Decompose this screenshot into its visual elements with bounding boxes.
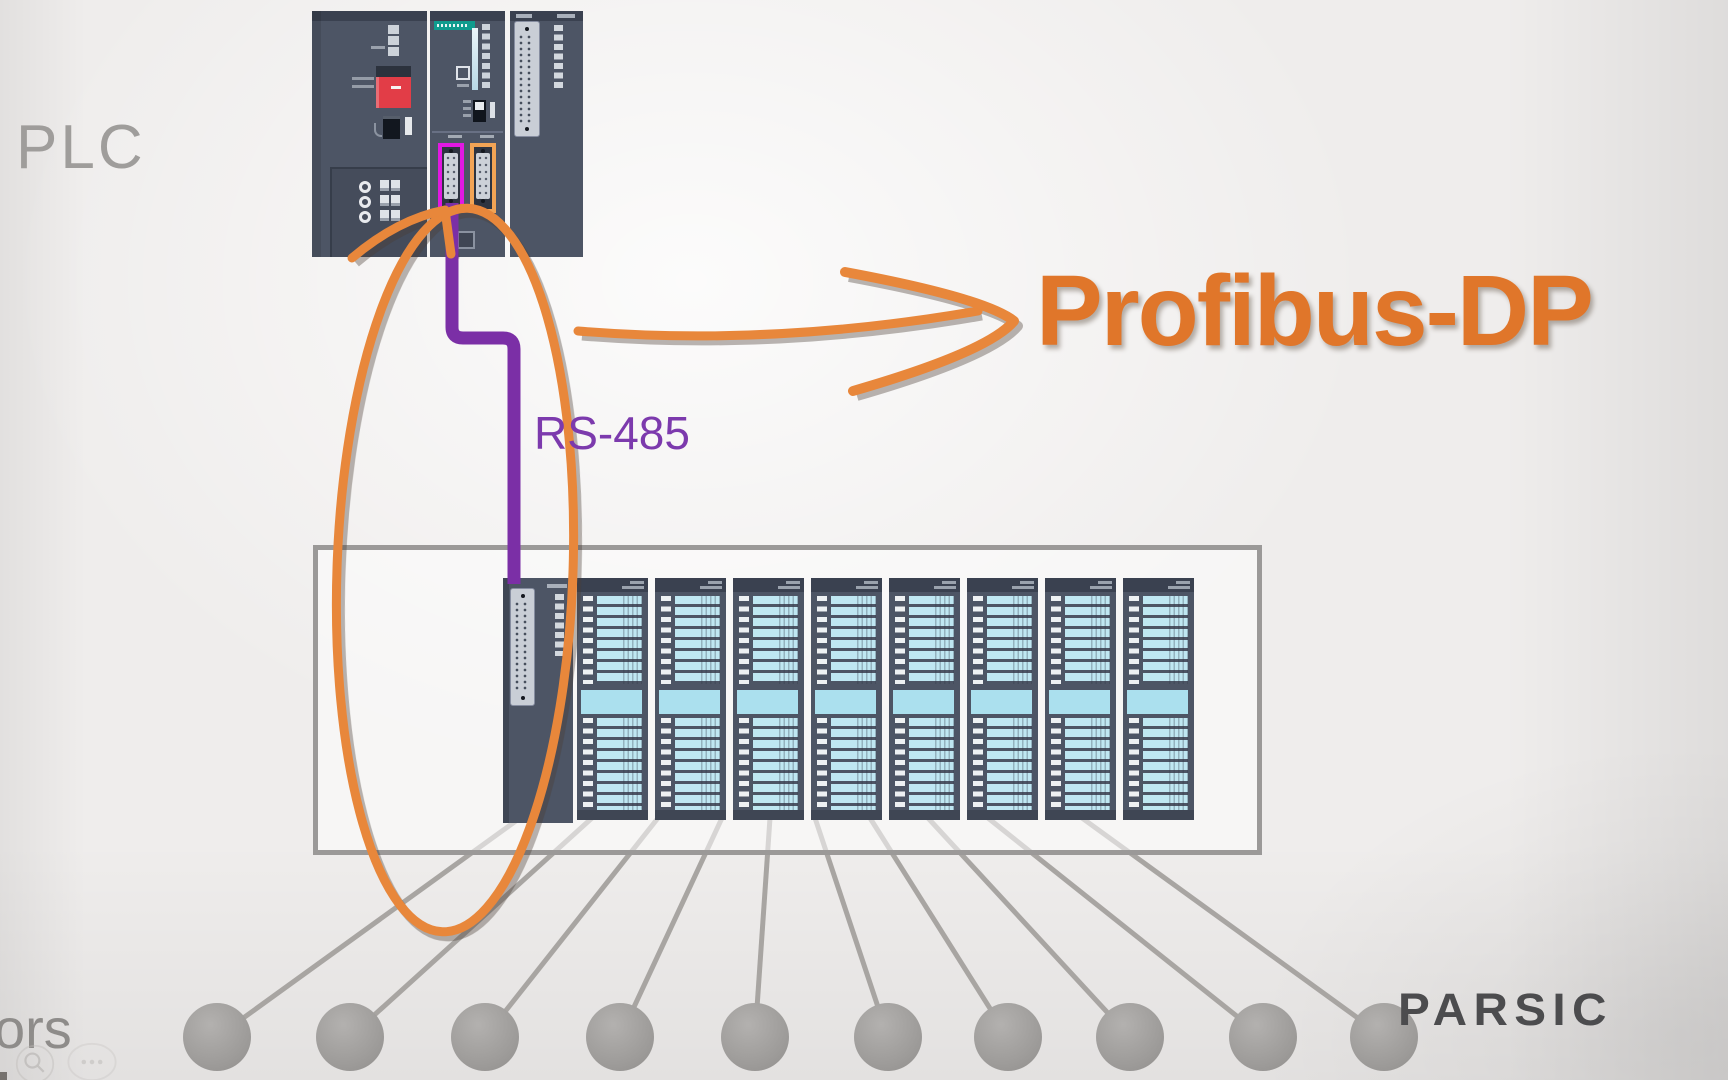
sensor-node bbox=[974, 1003, 1042, 1071]
terminal-led-column bbox=[973, 596, 983, 684]
mode-selector bbox=[473, 100, 486, 122]
corner-artifact bbox=[0, 1072, 7, 1080]
io-module bbox=[967, 578, 1038, 820]
plc-label: PLC bbox=[16, 113, 146, 182]
status-leds bbox=[482, 24, 490, 90]
label-strips bbox=[675, 718, 720, 810]
sensor-node bbox=[1229, 1003, 1297, 1071]
label-band bbox=[971, 690, 1032, 714]
label-band bbox=[893, 690, 954, 714]
terminal-led-column bbox=[895, 718, 905, 810]
sensor-node bbox=[586, 1003, 654, 1071]
magnifier-icon[interactable] bbox=[12, 1044, 58, 1080]
terminal-led-column bbox=[817, 718, 827, 810]
terminal-led-column bbox=[1051, 718, 1061, 810]
label-strips bbox=[987, 718, 1032, 810]
module-header bbox=[1045, 578, 1116, 592]
rack-interface-module bbox=[503, 578, 573, 823]
profibus-label: Profibus-DP bbox=[1036, 255, 1594, 367]
label-strips bbox=[753, 596, 798, 684]
rs485-cable bbox=[445, 203, 521, 584]
label-band bbox=[1127, 690, 1188, 714]
expansion-module bbox=[510, 11, 583, 257]
label-band bbox=[659, 690, 720, 714]
dsub-connector bbox=[514, 21, 540, 137]
terminal-led-column bbox=[583, 718, 593, 810]
led-column bbox=[554, 25, 563, 89]
label-strips bbox=[1143, 596, 1188, 684]
led-column bbox=[555, 594, 564, 656]
terminal-led-column bbox=[1051, 596, 1061, 684]
module-header bbox=[967, 578, 1038, 592]
terminal-led-column bbox=[661, 718, 671, 810]
vent-leds bbox=[388, 25, 400, 58]
label-strips bbox=[831, 718, 876, 810]
brand-banner bbox=[434, 21, 475, 30]
label-strips bbox=[597, 718, 642, 810]
io-module bbox=[733, 578, 804, 820]
label-strips bbox=[1065, 596, 1110, 684]
label-band bbox=[1049, 690, 1110, 714]
label-band bbox=[815, 690, 876, 714]
terminal-led-column bbox=[1129, 596, 1139, 684]
sensor-node bbox=[183, 1003, 251, 1071]
cpu-module bbox=[430, 11, 505, 257]
dp-port-orange bbox=[470, 143, 496, 213]
terminal-led-column bbox=[583, 596, 593, 684]
label-strips bbox=[753, 718, 798, 810]
label-strips bbox=[909, 718, 954, 810]
label-strips bbox=[831, 596, 876, 684]
terminal-led-column bbox=[661, 596, 671, 684]
label-band bbox=[581, 690, 642, 714]
sensor-node bbox=[1350, 1003, 1418, 1071]
sensor-node bbox=[451, 1003, 519, 1071]
dsub-connector bbox=[510, 588, 535, 706]
io-module bbox=[655, 578, 726, 820]
module-header bbox=[889, 578, 960, 592]
io-module bbox=[811, 578, 882, 820]
label-strips bbox=[1143, 718, 1188, 810]
power-supply-module bbox=[312, 11, 427, 257]
label-strips bbox=[909, 596, 954, 684]
sensor-node bbox=[721, 1003, 789, 1071]
power-switch bbox=[376, 77, 411, 108]
module-header bbox=[1123, 578, 1194, 592]
terminal-led-column bbox=[1129, 718, 1139, 810]
terminal-led-column bbox=[973, 718, 983, 810]
label-strips bbox=[1065, 718, 1110, 810]
module-header bbox=[811, 578, 882, 592]
module-header bbox=[655, 578, 726, 592]
sensor-node bbox=[1096, 1003, 1164, 1071]
rs485-label: RS-485 bbox=[534, 407, 690, 459]
sensor-node bbox=[854, 1003, 922, 1071]
plc-unit bbox=[312, 11, 583, 257]
module-header bbox=[577, 578, 648, 592]
terminal-led-column bbox=[739, 596, 749, 684]
terminal-led-column bbox=[817, 596, 827, 684]
label-strips bbox=[987, 596, 1032, 684]
more-dots-icon[interactable] bbox=[64, 1042, 120, 1080]
memory-card-slot bbox=[456, 66, 470, 80]
terminal-led-column bbox=[739, 718, 749, 810]
remote-io-rack bbox=[313, 545, 1262, 855]
highlight-loop bbox=[331, 203, 579, 937]
terminal-led-column bbox=[895, 596, 905, 684]
profibus-arrow bbox=[573, 267, 1019, 396]
status-strip bbox=[472, 28, 478, 90]
module-header bbox=[733, 578, 804, 592]
sensor-node bbox=[316, 1003, 384, 1071]
sensors-label-partial: ors bbox=[0, 997, 72, 1060]
io-module bbox=[889, 578, 960, 820]
io-module bbox=[1123, 578, 1194, 820]
io-module bbox=[1045, 578, 1116, 820]
label-strips bbox=[675, 596, 720, 684]
label-band bbox=[737, 690, 798, 714]
label-strips bbox=[597, 596, 642, 684]
parsic-logo: PARSIC bbox=[1398, 984, 1613, 1035]
io-module bbox=[577, 578, 648, 820]
toggle-switch bbox=[383, 116, 400, 139]
